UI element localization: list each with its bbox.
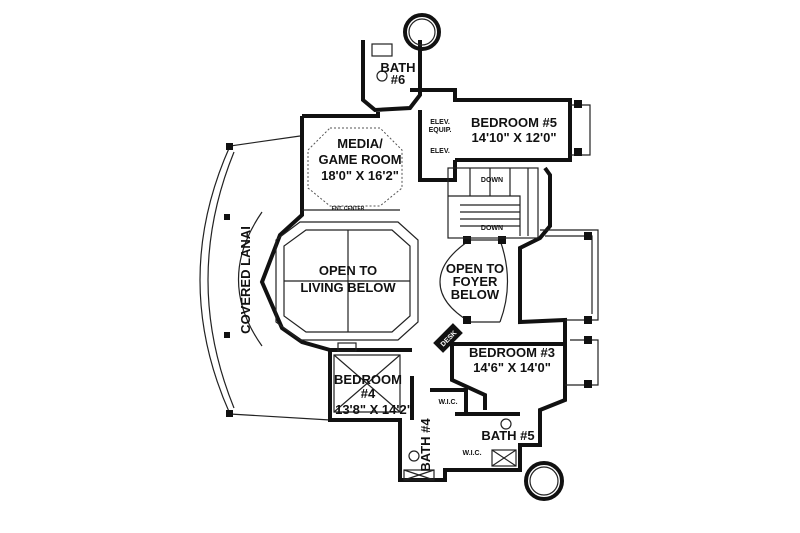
stairs-down-upper: DOWN	[481, 177, 503, 184]
media-room-ceiling	[302, 127, 403, 211]
open-living-label-2: LIVING BELOW	[300, 280, 396, 295]
wic-right-label: W.I.C.	[462, 450, 481, 457]
exterior-walls	[259, 40, 572, 482]
bedroom4-label-1: BEDROOM	[334, 372, 402, 387]
bedroom3-label: BEDROOM #3	[469, 345, 555, 360]
open-foyer-label-3: BELOW	[451, 287, 500, 302]
elev-equip-label-1: ELEV.	[430, 119, 450, 126]
media-label-1: MEDIA/	[337, 136, 383, 151]
bedroom3-dims: 14'6" X 14'0"	[473, 360, 551, 375]
room-labels: BATH #6 BEDROOM #5 14'10" X 12'0" MEDIA/…	[238, 60, 557, 472]
bath4-label: BATH #4	[418, 418, 433, 472]
bath6-fixtures	[371, 43, 393, 82]
wic-left-label: W.I.C.	[438, 399, 457, 406]
stairs-down-lower: DOWN	[481, 225, 503, 232]
turret-top	[403, 13, 441, 51]
staircase	[447, 167, 539, 239]
media-dims: 18'0" X 16'2"	[321, 168, 399, 183]
bedroom4-dims: 13'8" X 14'2"	[335, 402, 413, 417]
media-label-2: GAME ROOM	[318, 152, 401, 167]
covered-lanai-outline	[199, 135, 331, 421]
open-to-living-outline	[275, 221, 419, 341]
open-foyer-label-2: FOYER	[453, 274, 498, 289]
elev-equip-label-2: EQUIP.	[429, 127, 452, 134]
bath5-label: BATH #5	[481, 428, 534, 443]
bedroom-walls	[330, 342, 565, 420]
elev-label: ELEV.	[430, 148, 450, 155]
turret-bottom	[524, 461, 564, 501]
bedroom5-dims: 14'10" X 12'0"	[471, 130, 556, 145]
covered-lanai-label: COVERED LANAI	[238, 226, 253, 334]
bath6-label-1: BATH	[380, 60, 415, 75]
bedroom5-label: BEDROOM #5	[471, 115, 557, 130]
open-foyer-label-1: OPEN TO	[446, 261, 504, 276]
open-to-foyer-outline	[439, 236, 509, 324]
bath6-label-2: #6	[391, 72, 405, 87]
open-living-label-1: OPEN TO	[319, 263, 377, 278]
ent-center-label: ENT. CENTER	[332, 206, 365, 212]
balcony-right	[540, 100, 599, 388]
bedroom4-label-2: #4	[361, 386, 376, 401]
bath-fixtures-bottom	[403, 418, 517, 481]
